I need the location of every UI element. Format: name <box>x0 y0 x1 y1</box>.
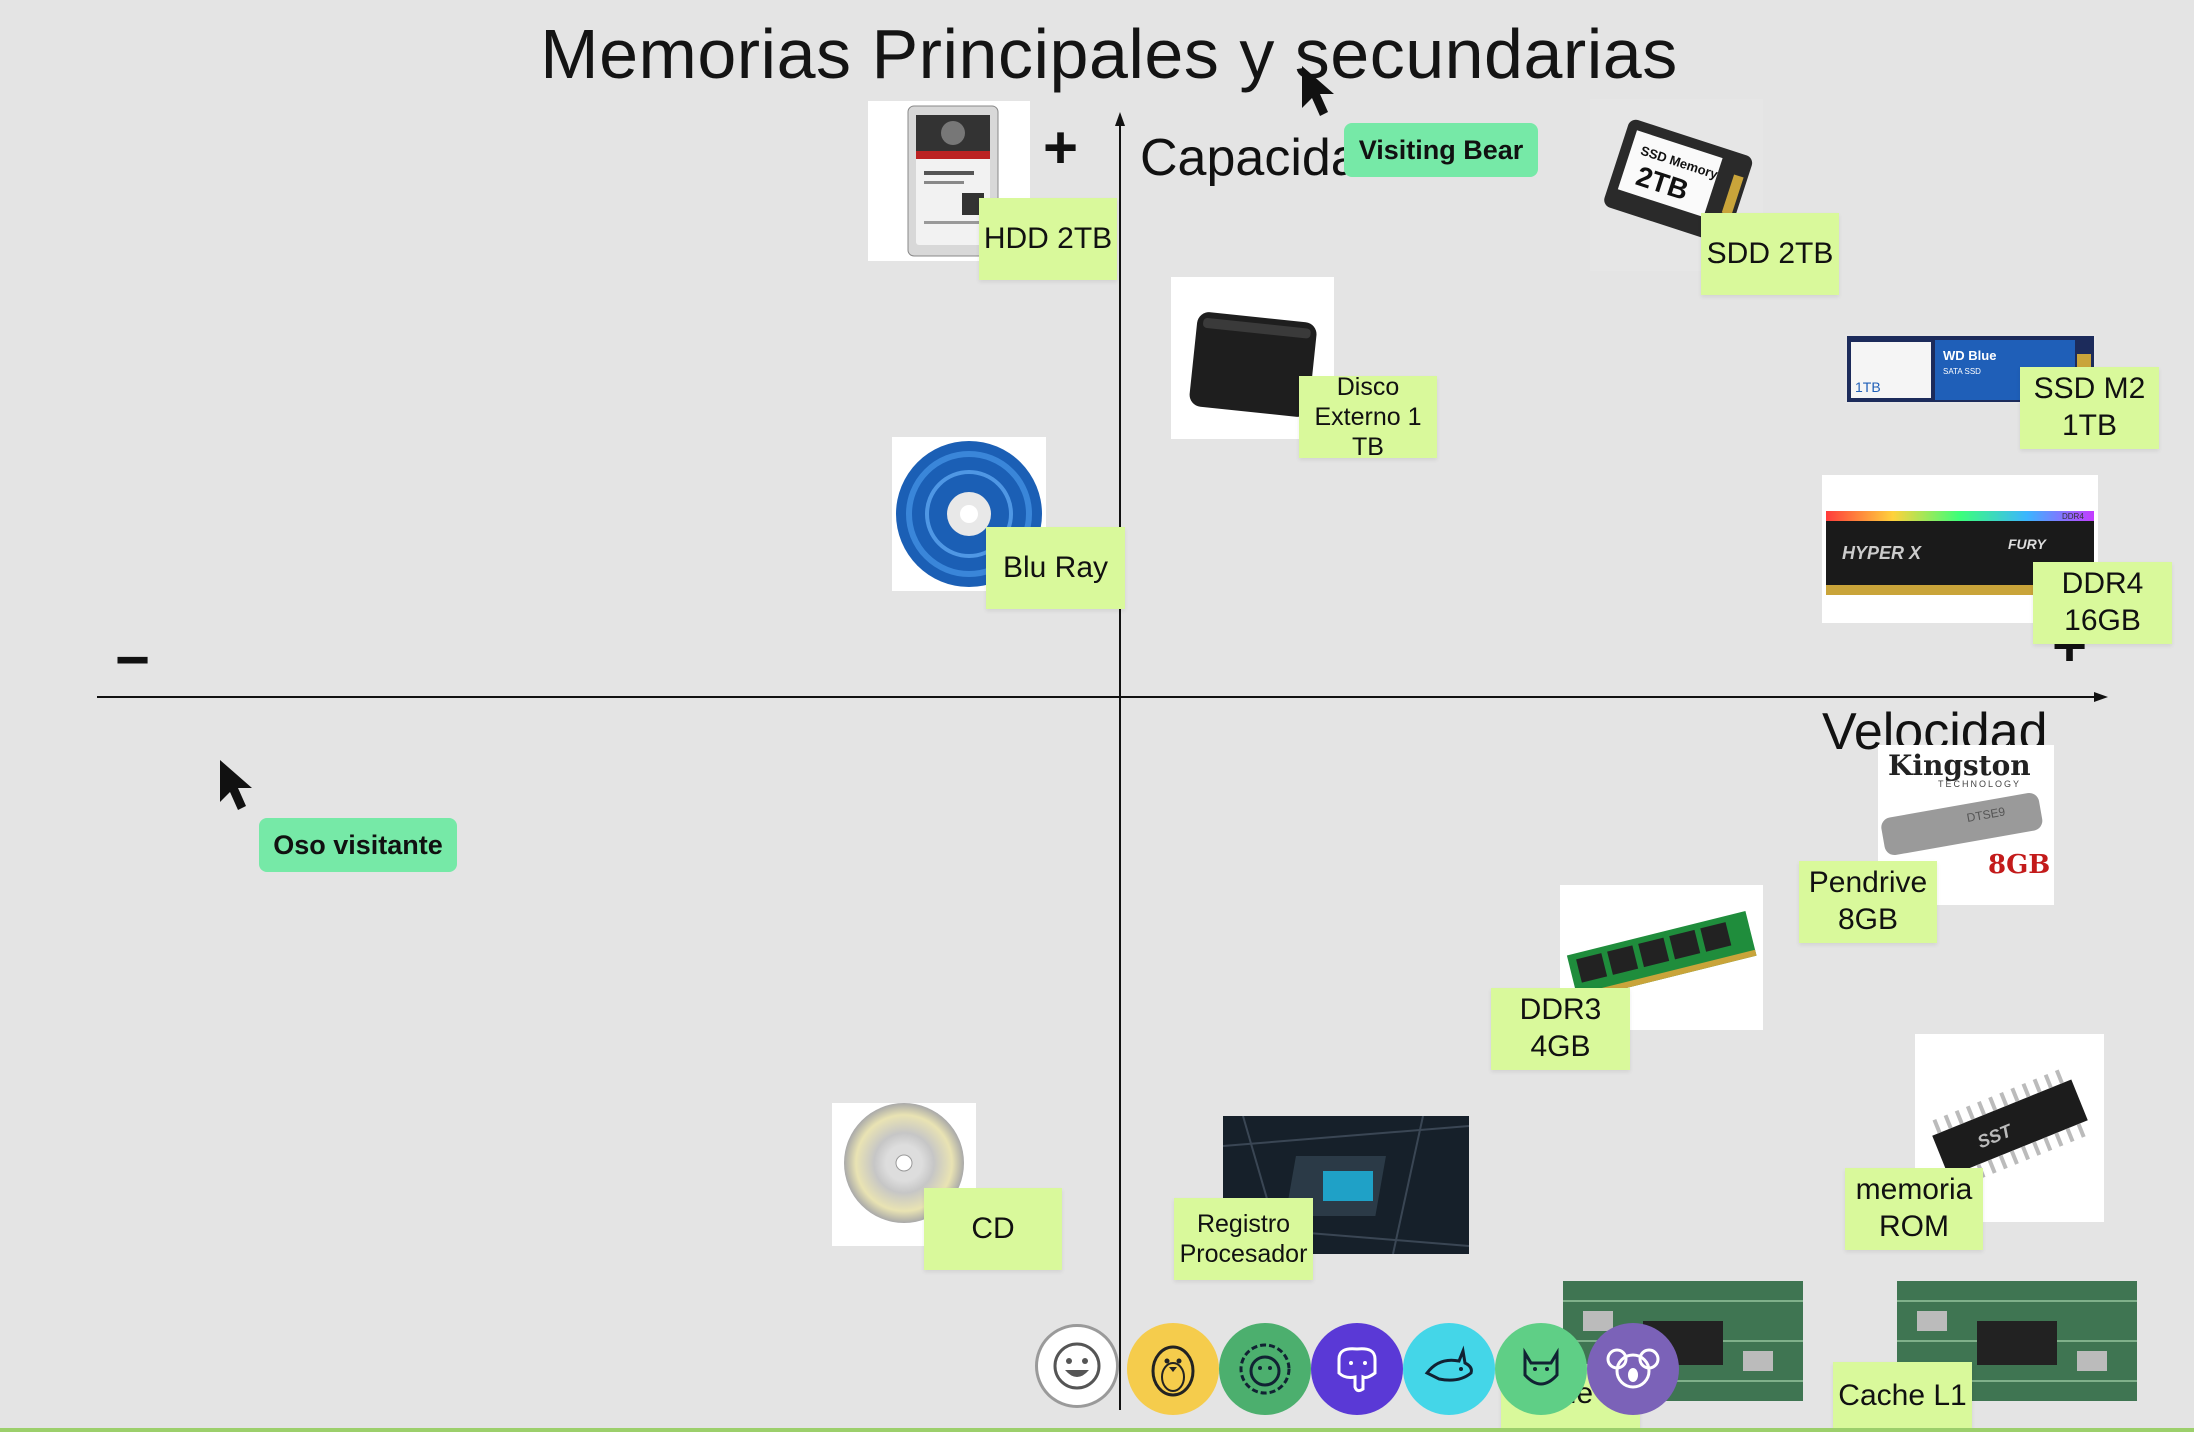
elephant-icon[interactable] <box>1311 1323 1403 1415</box>
kingston-sub-text: TECHNOLOGY <box>1938 779 2021 789</box>
board-title: Memorias Principales y secundarias <box>540 15 1678 93</box>
ddr4-chip-text: DDR4 <box>2062 512 2084 521</box>
sticky-pendrive[interactable]: Pendrive 8GB <box>1799 861 1937 943</box>
sticky-blu-ray[interactable]: Blu Ray <box>986 527 1125 609</box>
wd-brand-text: WD Blue <box>1943 348 1996 363</box>
oso-visitante-cursor-icon <box>220 760 252 810</box>
sticky-cd[interactable]: CD <box>924 1188 1062 1270</box>
collaborator-tag-oso-visitante: Oso visitante <box>259 818 457 872</box>
sticky-ddr4[interactable]: DDR4 16GB <box>2033 562 2172 644</box>
dt-text: DTSE9 <box>1966 804 2007 825</box>
smiley-icon[interactable] <box>1035 1324 1119 1408</box>
x-minus-sign: − <box>115 626 151 693</box>
hdd-image[interactable] <box>868 101 1030 261</box>
shark-icon[interactable] <box>1403 1323 1495 1415</box>
sticky-sdd-2tb[interactable]: SDD 2TB <box>1701 213 1839 295</box>
sticky-ddr3[interactable]: DDR3 4GB <box>1491 988 1630 1070</box>
fury-text: FURY <box>2008 536 2048 552</box>
bear-icon[interactable] <box>1495 1323 1587 1415</box>
processor-image[interactable] <box>1223 1116 1469 1254</box>
sticky-hdd-2tb[interactable]: HDD 2TB <box>979 198 1117 280</box>
kingston-text: Kingston <box>1888 749 2031 782</box>
collaborator-tag-visiting-bear: Visiting Bear <box>1344 123 1538 177</box>
bottom-border <box>0 1428 2194 1432</box>
pen-size-text: 8GB <box>1988 850 2050 880</box>
hyperx-text: HYPER X <box>1842 543 1922 563</box>
koala-icon[interactable] <box>1587 1323 1679 1415</box>
ssd-2tb-image[interactable]: SSD Memory 2TB <box>1590 99 1763 271</box>
y-plus-sign: + <box>1043 114 1079 181</box>
sticky-cache-l1[interactable]: Cache L1 <box>1833 1362 1972 1432</box>
lion-icon[interactable] <box>1219 1323 1311 1415</box>
sticky-disco-externo[interactable]: Disco Externo 1 TB <box>1299 373 1437 461</box>
cache-l1-image[interactable] <box>1897 1281 2137 1401</box>
sticky-memoria-rom[interactable]: memoria ROM <box>1845 1168 1983 1250</box>
wd-sub-text: SATA SSD <box>1943 367 1981 376</box>
rom-image[interactable]: SST <box>1915 1034 2104 1222</box>
penguin-icon[interactable] <box>1127 1323 1219 1415</box>
sticky-ssd-m2[interactable]: SSD M2 1TB <box>2020 367 2159 449</box>
wd-size-text: 1TB <box>1855 379 1881 395</box>
visiting-bear-cursor-icon <box>1302 66 1334 116</box>
sticky-registro[interactable]: Registro Procesador <box>1174 1198 1313 1280</box>
pendrive-image[interactable]: Kingston TECHNOLOGY DTSE9 8GB <box>1878 745 2054 905</box>
